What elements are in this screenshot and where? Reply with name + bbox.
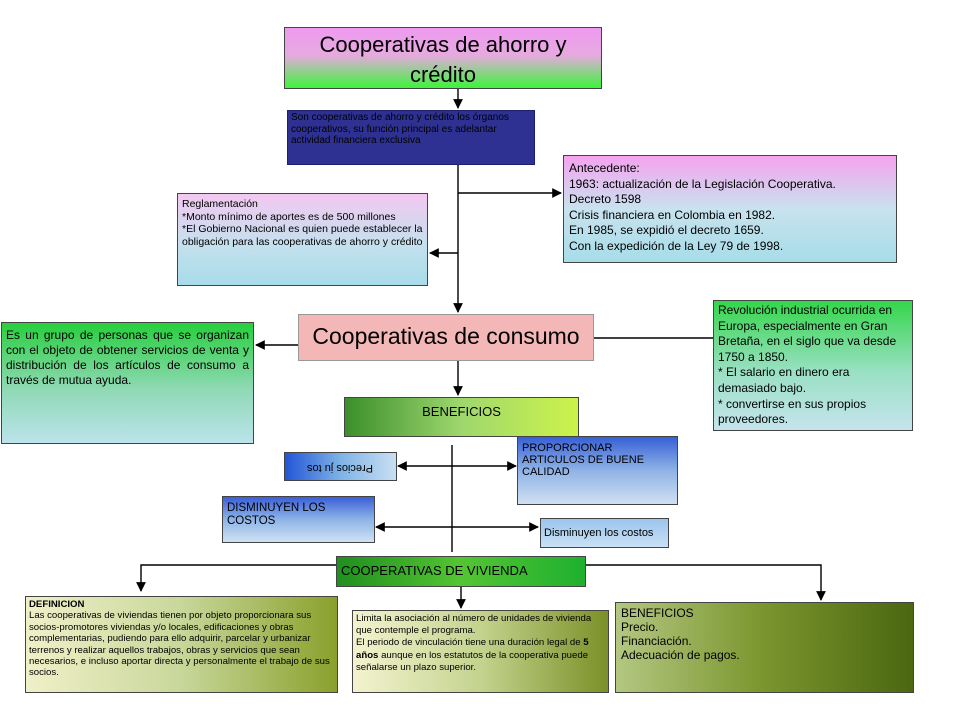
antecedente-heading: Antecedente: <box>569 161 640 175</box>
vivienda-definicion-text: Las cooperativas de viviendas tienen por… <box>29 610 330 679</box>
main-title: Cooperativas de ahorro y crédito <box>319 32 567 87</box>
vivienda-beneficios-text: BENEFICIOS Precio. Financiación. Adecuac… <box>621 606 740 662</box>
disminuyen-costos-upper: DISMINUYEN LOS COSTOS <box>227 502 326 527</box>
vivienda-definicion-heading: DEFINICION <box>29 599 85 610</box>
reglamentacion-text: *Monto mínimo de aportes es de 500 millo… <box>182 210 423 248</box>
vivienda-beneficios-box: BENEFICIOS Precio. Financiación. Adecuac… <box>615 602 914 693</box>
reglamentacion-heading: Reglamentación <box>182 198 258 210</box>
proporcionar-box: PROPORCIONAR ARTICULOS DE BUENE CALIDAD <box>517 436 678 505</box>
vivienda-title: COOPERATIVAS DE VIVIENDA <box>341 563 528 578</box>
consumo-origin-box: Revolución industrial ocurrida en Europa… <box>713 300 913 431</box>
precios-box: Precios ju tos <box>284 452 397 481</box>
consumo-title-box: Cooperativas de consumo <box>298 314 594 361</box>
proporcionar-label: PROPORCIONAR ARTICULOS DE BUENE CALIDAD <box>522 442 645 478</box>
vivienda-limita-text-1: Limita la asociación al número de unidad… <box>356 613 592 649</box>
consumo-origin: Revolución industrial ocurrida en Europa… <box>718 303 897 427</box>
ahorro-description: Son cooperativas de ahorro y crédito los… <box>291 112 509 146</box>
arrow-to-definicion-vivienda <box>136 564 336 592</box>
ahorro-description-box: Son cooperativas de ahorro y crédito los… <box>287 110 535 165</box>
antecedente-text: 1963: actualización de la Legislación Co… <box>569 176 836 253</box>
antecedente-box: Antecedente: 1963: actualización de la L… <box>563 155 897 263</box>
beneficios-box: BENEFICIOS <box>344 397 579 437</box>
vivienda-limita-box: Limita la asociación al número de unidad… <box>352 610 609 693</box>
arrow-to-beneficios-vivienda <box>586 564 826 601</box>
disminuyen-costos-lower-box: Disminuyen los costos <box>540 518 669 548</box>
vivienda-limita-text-2: aunque en los estatutos de la cooperativ… <box>356 649 589 673</box>
consumo-definition: Es un grupo de personas que se organizan… <box>6 328 249 387</box>
disminuyen-costos-lower: Disminuyen los costos <box>544 527 654 539</box>
main-title-box: Cooperativas de ahorro y crédito <box>284 27 602 89</box>
disminuyen-costos-upper-box: DISMINUYEN LOS COSTOS <box>222 496 375 543</box>
precios-label: Precios ju tos <box>307 462 374 474</box>
consumo-definition-box: Es un grupo de personas que se organizan… <box>1 322 254 444</box>
beneficios-label: BENEFICIOS <box>422 404 501 419</box>
vivienda-definicion-box: DEFINICION Las cooperativas de viviendas… <box>25 596 338 693</box>
consumo-title: Cooperativas de consumo <box>312 323 580 349</box>
vivienda-limita-bold: 5 años <box>356 637 589 661</box>
reglamentacion-box: Reglamentación *Monto mínimo de aportes … <box>177 193 428 286</box>
vivienda-title-box: COOPERATIVAS DE VIVIENDA <box>336 556 586 587</box>
